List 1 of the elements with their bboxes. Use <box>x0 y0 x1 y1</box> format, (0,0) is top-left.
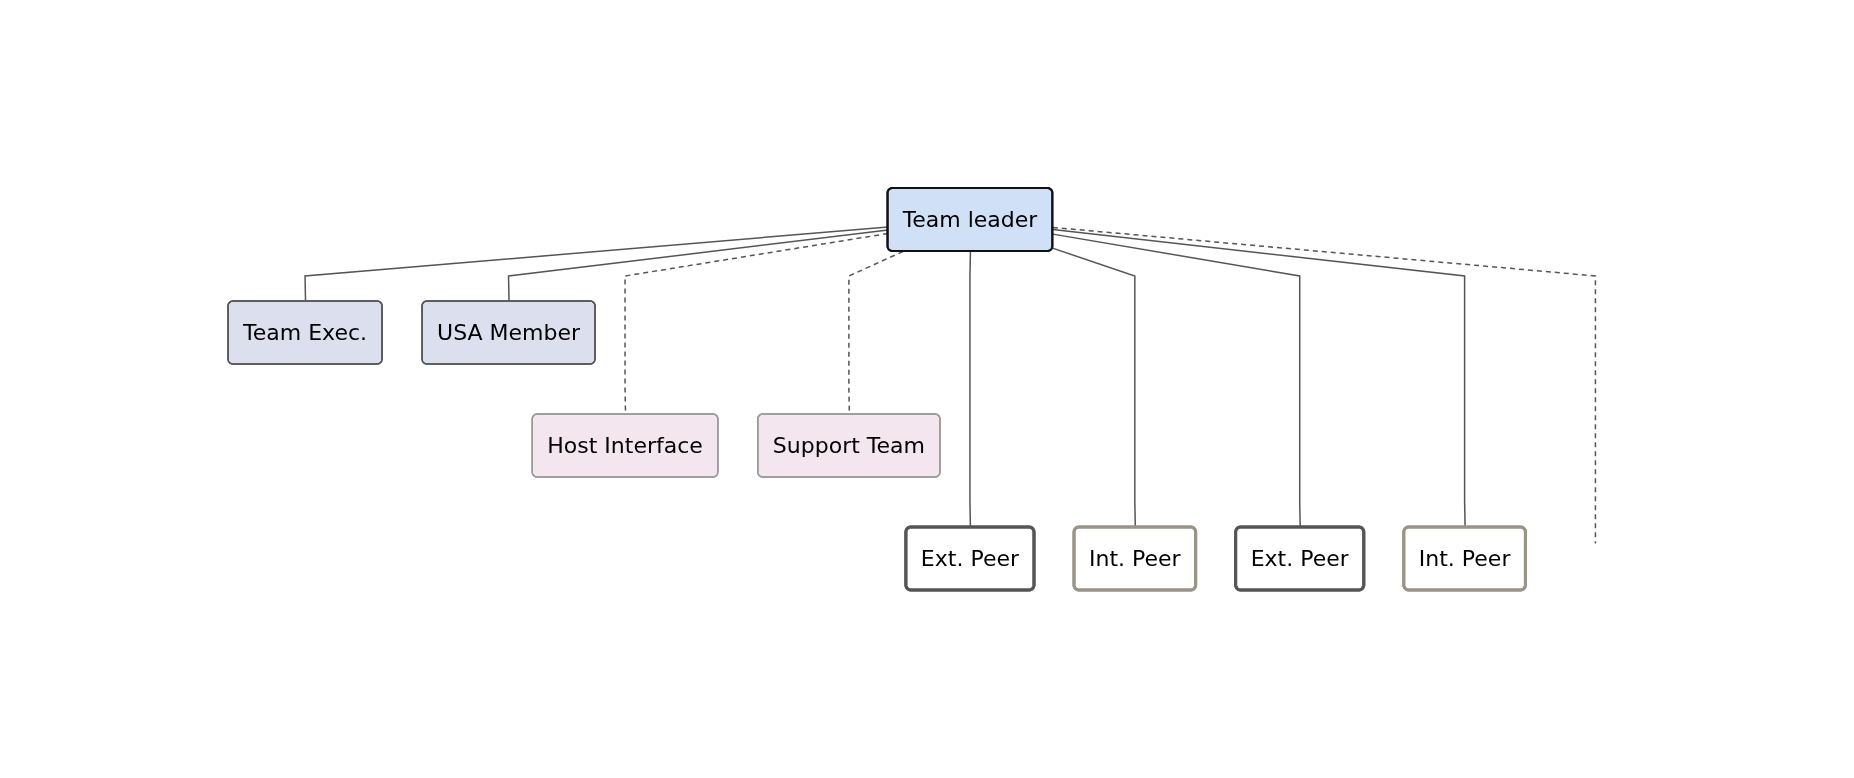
connector <box>1052 226 1597 545</box>
